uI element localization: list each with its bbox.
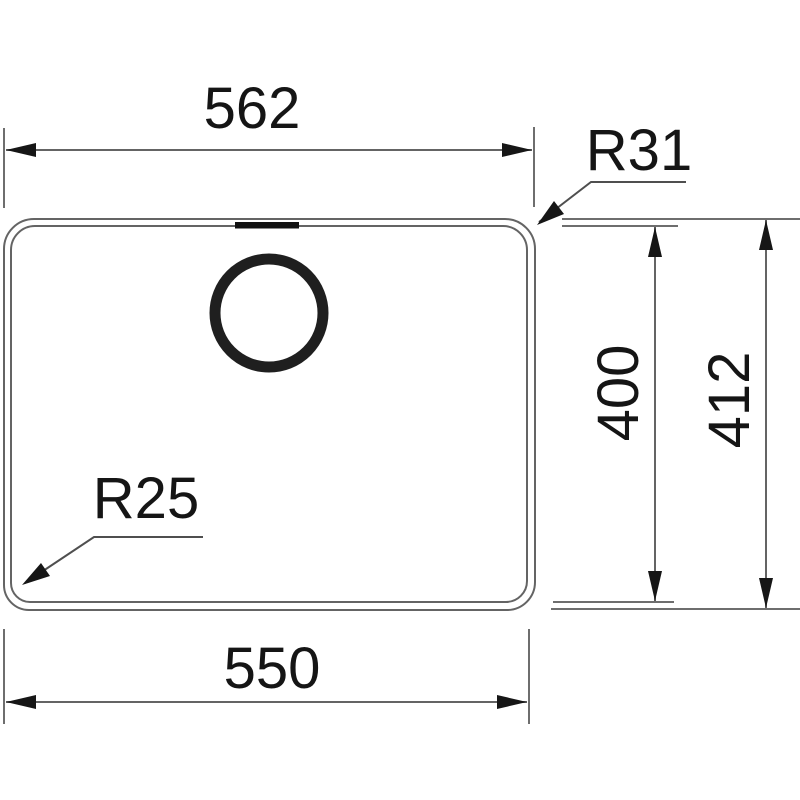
radius-callout-bottom-left: R25 bbox=[22, 466, 203, 585]
arrowhead-left-icon bbox=[6, 143, 36, 157]
radius-callout-top-right: R31 bbox=[537, 118, 692, 225]
dimension-label-top-width: 562 bbox=[204, 76, 301, 141]
leader-line bbox=[538, 181, 686, 223]
dimension-inner-height: 400 bbox=[553, 225, 678, 603]
sink-inner-contour bbox=[10, 225, 528, 603]
arrowhead-down-icon bbox=[759, 578, 773, 608]
dimension-label-bottom-width: 550 bbox=[224, 636, 321, 701]
dimension-overall-height: 412 bbox=[551, 218, 800, 610]
sink-body bbox=[3, 218, 536, 611]
leader-arrowhead-icon bbox=[537, 201, 564, 225]
arrowhead-right-icon bbox=[502, 143, 532, 157]
arrowhead-down-icon bbox=[648, 571, 662, 601]
dimension-top-width: 562 bbox=[3, 76, 535, 208]
arrowhead-left-icon bbox=[6, 695, 36, 709]
leader-arrowhead-icon bbox=[22, 563, 50, 585]
dimension-bottom-width: 550 bbox=[3, 629, 530, 724]
leader-line bbox=[24, 536, 203, 584]
arrowhead-right-icon bbox=[497, 695, 527, 709]
dimension-label-inner-height: 400 bbox=[586, 345, 651, 442]
arrowhead-up-icon bbox=[648, 227, 662, 257]
arrowhead-up-icon bbox=[759, 220, 773, 250]
dimension-label-overall-height: 412 bbox=[697, 352, 762, 449]
radius-label-r31: R31 bbox=[586, 118, 692, 183]
sink-outer-contour bbox=[3, 218, 536, 611]
radius-label-r25: R25 bbox=[93, 466, 199, 531]
overflow-slot bbox=[235, 222, 299, 229]
drain-hole-icon bbox=[209, 253, 329, 373]
